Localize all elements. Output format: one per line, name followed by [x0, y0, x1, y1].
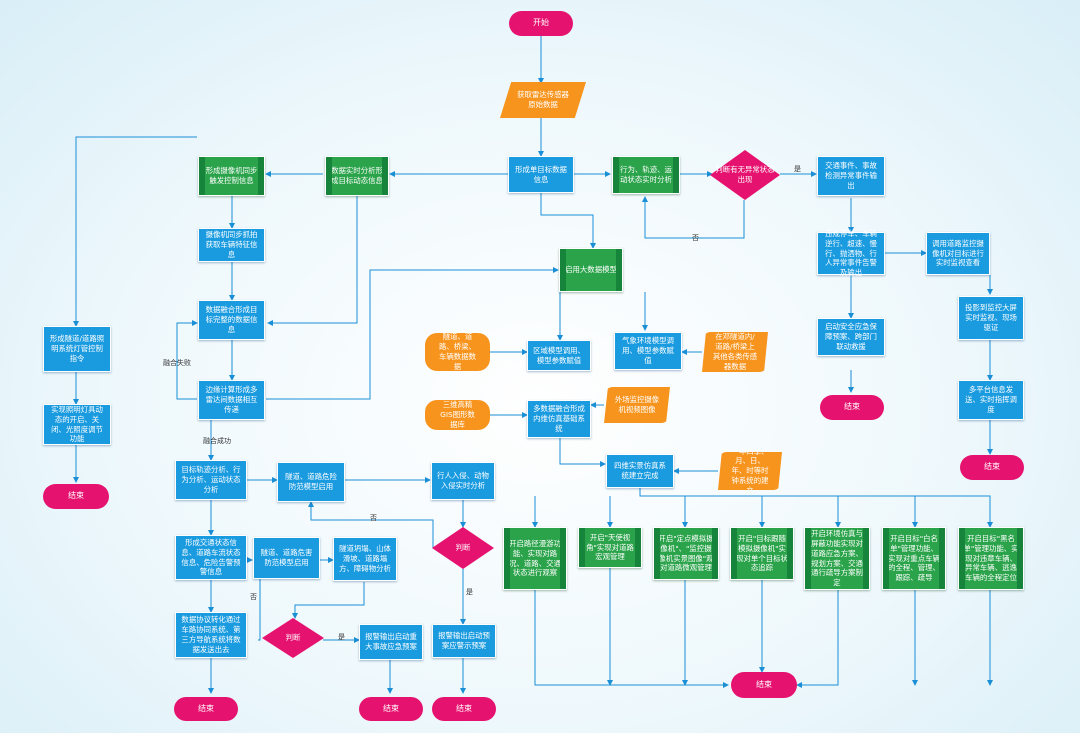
tunnel-road-data: 隧道、道路、桥梁、车辆数据数据 — [425, 332, 490, 371]
twin-system-complete: 四维实景仿真系统建立完成 — [606, 454, 674, 488]
fusion-data: 数据融合形成目标完整的数据信息 — [198, 300, 265, 340]
alarm-warning: 报警输出启动预案应警示预案 — [432, 624, 496, 658]
func-follow-camera: 开启"目标跟随模拟摄像机"实现对单个目标状态追踪 — [730, 527, 794, 580]
judge-decision-2: 判断 — [262, 618, 324, 658]
call-road-camera: 调用道路监控摄像机对目标进行实时监视查看 — [926, 232, 990, 275]
acquire-radar-data: 获取雷达传感器原始数据 — [500, 82, 586, 118]
traffic-event-output: 交通事件、事故检测异常事件输出 — [817, 156, 885, 196]
end-left-bottom: 结束 — [174, 697, 238, 721]
tunnel-landslide-analysis: 隧道坍塌、山体滑坡、道路塌方、障碍物分析 — [333, 537, 397, 581]
behavior-analysis: 行为、轨迹、运动状态实时分析 — [612, 156, 680, 194]
time-system: 一年四季、月、日、年、时等时钟系统的建立 — [718, 452, 782, 490]
func-angel-view: 开启"天使视角"实现对道路宏观管理 — [578, 527, 642, 568]
end-mid-2: 结束 — [432, 697, 496, 721]
func-environment-sim: 开启环境仿真与屏蔽功能实现对道路应急方案、规划方案、交通通行疏导方案制定 — [804, 527, 870, 590]
judge-abnormal-decision: 判断有无异常状态出现 — [710, 150, 780, 200]
end-left-top: 结束 — [43, 484, 109, 509]
label-no-1: 否 — [692, 234, 699, 242]
weather-sensor-data: 在邓隧道内/道路/桥梁上其他各类传感器数据 — [702, 332, 768, 372]
abnormal-event-alarm: 违规停车、车辆逆行、超速、慢行、抛洒物、行人异常事件告警及输出 — [817, 229, 885, 277]
tunnel-hazard-model: 隧道、道路危害防范模型启用 — [253, 537, 320, 579]
end-right-2: 结束 — [960, 455, 1024, 480]
multi-platform-dispatch: 多平台信息发送、实时指挥调度 — [958, 380, 1024, 420]
label-yes-1: 是 — [794, 165, 801, 173]
single-target-data: 形成单目标数据信息 — [508, 156, 574, 193]
label-fusion-fail: 融合失败 — [163, 359, 191, 367]
label-no-2: 否 — [370, 514, 377, 522]
multi-data-fusion: 多数据融合形成内维仿真基础系统 — [527, 400, 591, 438]
traffic-status-info: 形成交通状态信息、道路车流状态信息、危险告警预警信息 — [175, 535, 247, 580]
bigdata-model: 启用大数据模型 — [559, 248, 623, 292]
camera-sync-control: 形成摄像机同步触发控制信息 — [198, 156, 265, 196]
end-mid-1: 结束 — [359, 697, 423, 721]
alarm-major-accident: 报警输出启动重大事故应急预案 — [359, 624, 423, 660]
func-path-roaming: 开启路径漫游功能、实现对路况、道路、交通状态进行观察 — [503, 527, 567, 590]
target-track-analysis: 目标轨迹分析、行为分析、运动状态分析 — [175, 460, 247, 500]
camera-capture: 摄像机同步抓拍获取车辆特征信息 — [198, 228, 265, 262]
start-node: 开始 — [509, 11, 573, 36]
end-right-1: 结束 — [820, 395, 884, 420]
weather-model: 气象环境模型调用、模型参数赋值 — [614, 332, 682, 370]
emergency-plan: 启动安全应急保障预案、跨部门联动救援 — [817, 318, 885, 356]
protocol-transfer: 数据协议转化通过车路协同系统、第三方导航系统将数据发送出去 — [175, 612, 247, 658]
tunnel-light-command: 形成隧道/道路照明系统灯管控制指令 — [43, 326, 111, 372]
label-no-3: 否 — [250, 593, 257, 601]
realtime-analysis: 数据实时分析形成目标动态信息 — [325, 156, 389, 196]
pedestrian-intrusion: 行人入侵、动物入侵实时分析 — [431, 462, 495, 500]
edge-compute: 边缘计算形成多雷达间数据相互传递 — [198, 380, 265, 420]
region-model: 区域模型调用、模型参数赋值 — [527, 340, 591, 371]
func-blacklist: 开启目标"黑名单"管理功能、实现对违章车辆、异常车辆、逃逸车辆的全程定位 — [958, 527, 1024, 590]
label-yes-2: 是 — [466, 588, 473, 596]
gis-database: 三维高精GIS图形数据库 — [425, 400, 490, 430]
label-fusion-ok: 融合成功 — [203, 437, 231, 445]
func-fixed-camera: 开启"定点模拟摄像机"、"监控摄像机实景图像"观对道路微观管理 — [653, 527, 719, 580]
label-yes-3: 是 — [338, 633, 345, 641]
connectors — [73, 36, 993, 694]
func-whitelist: 开启目标"白名单"管理功能、实现对重点车辆的全程、管理、跟踪、疏导 — [882, 527, 946, 590]
light-adjust: 实现照明灯具动态的开启、关闭、光照度调节功能 — [43, 404, 111, 445]
outside-camera: 外场监控摄像机视频图像 — [604, 387, 670, 423]
project-big-screen: 投影到监控大屏实时监视、现场驱证 — [958, 296, 1024, 340]
judge-decision-1: 判断 — [432, 527, 494, 569]
tunnel-danger-model: 隧道、道路危险防范模型启用 — [277, 462, 345, 502]
end-bottom-center: 结束 — [731, 672, 797, 698]
